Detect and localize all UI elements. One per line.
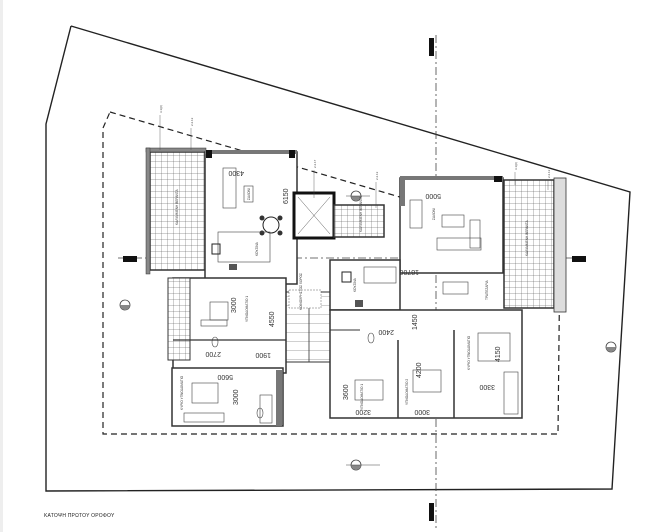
note-6: 2.2.13 xyxy=(547,169,551,178)
dimension-labels: 4300 6150 3000 4550 2700 1900 5600 3000 … xyxy=(205,169,502,415)
dim-master-left-h: 3000 xyxy=(233,389,240,405)
left-bedroom-block xyxy=(167,277,287,427)
label-veranda-right: ΚΑΛΥΜΜΕΝΗ ΒΕΡΑΝΤΑ xyxy=(525,220,529,256)
note-5: 3.1(β) xyxy=(514,162,518,170)
note-3: 2.2.17 xyxy=(313,159,317,168)
right-kitchen xyxy=(329,259,401,311)
dim-1900: 1900 xyxy=(255,351,271,358)
dim-master-right-w: 3300 xyxy=(479,383,495,390)
section-line-b xyxy=(429,35,437,530)
dim-bed1-left-h: 3000 xyxy=(231,297,238,313)
room-labels: ΚΑΛΥΜΜΕΝΗ ΒΕΡΑΝΤΑ ΣΑΛΟΝΙ ΚΟΥΖΙΝΑ ΥΠΝΟΔΩΜ… xyxy=(175,188,529,410)
label-bed1-right: ΥΠΝΟΔΩΜΑΤΙΟ 1 xyxy=(360,384,364,410)
dim-master-right-h: 4150 xyxy=(495,346,502,362)
label-dining-right: ΤΡΑΠΕΖΑΡΙΑ xyxy=(485,280,489,300)
dim-living-left-h: 6150 xyxy=(283,188,290,204)
dim-hall-right: 2400 xyxy=(378,328,394,335)
dim-master-left-w: 5600 xyxy=(217,373,233,380)
dim-hall-right-h: 1450 xyxy=(412,314,419,330)
left-living-room xyxy=(204,150,298,285)
label-kitchen-right: ΚΟΥΖΙΝΑ xyxy=(353,277,357,292)
label-master-right: ΚΥΡΙΟ ΥΠΝΟΔΩΜΑΤΙΟ xyxy=(467,335,471,370)
dim-bed1-right-h: 3600 xyxy=(343,384,350,400)
label-veranda-mid: ΚΑΛΥΜΜΕΝΗ ΒΕΡΑΝΤΑ xyxy=(359,196,363,232)
label-bed1-left: ΥΠΝΟΔΩΜΑΤΙΟ 1 xyxy=(245,296,249,322)
elevation-markers xyxy=(119,190,617,471)
regulatory-notes: 3.1(β) 2.2.13 2.2.17 2.2.13 3.1(β) 2.2.1… xyxy=(159,105,551,208)
note-1: 3.1(β) xyxy=(159,105,163,113)
dim-total-right: 18700 xyxy=(399,268,419,275)
note-4: 2.2.13 xyxy=(375,171,379,180)
label-bed2-right: ΥΠΝΟΔΩΜΑΤΙΟ 2 xyxy=(405,379,409,405)
dim-bed1-right-w: 3200 xyxy=(355,408,371,415)
left-veranda xyxy=(145,147,207,275)
dim-bed2-right-w: 3000 xyxy=(414,408,430,415)
middle-veranda xyxy=(333,204,385,238)
drawing-title: ΚΑΤΟΨΗ ΠΡΩΤΟΥ ΟΡΟΦΟΥ xyxy=(44,513,115,519)
page-edge xyxy=(0,0,3,532)
stairwell xyxy=(285,289,333,363)
dim-living-left-w: 4300 xyxy=(228,169,244,176)
note-2: 2.2.13 xyxy=(190,117,194,126)
dim-living-right-w: 5000 xyxy=(425,192,441,199)
right-bedroom-block xyxy=(329,309,523,419)
dim-2700: 2700 xyxy=(205,350,221,357)
plot-boundary xyxy=(45,25,631,492)
dim-corridor-left: 4550 xyxy=(269,311,276,327)
dim-bed2-right-h: 4200 xyxy=(416,362,423,378)
right-living-block xyxy=(399,176,504,295)
label-veranda-left: ΚΑΛΥΜΜΕΝΗ ΒΕΡΑΝΤΑ xyxy=(175,189,179,225)
label-living-right: ΣΑΛΟΝΙ xyxy=(432,208,436,220)
label-living-left: ΣΑΛΟΝΙ xyxy=(247,188,251,200)
label-master-left: ΚΥΡΙΟ ΥΠΝΟΔΩΜΑΤΙΟ xyxy=(180,375,184,410)
label-stairs: ΚΟΙΝΟΧΡΗΣΤΟΣ ΧΩΡΟΣ xyxy=(299,273,303,310)
right-veranda xyxy=(503,177,567,313)
lift-shaft xyxy=(292,191,336,240)
label-kitchen-left: ΚΟΥΖΙΝΑ xyxy=(255,241,259,256)
